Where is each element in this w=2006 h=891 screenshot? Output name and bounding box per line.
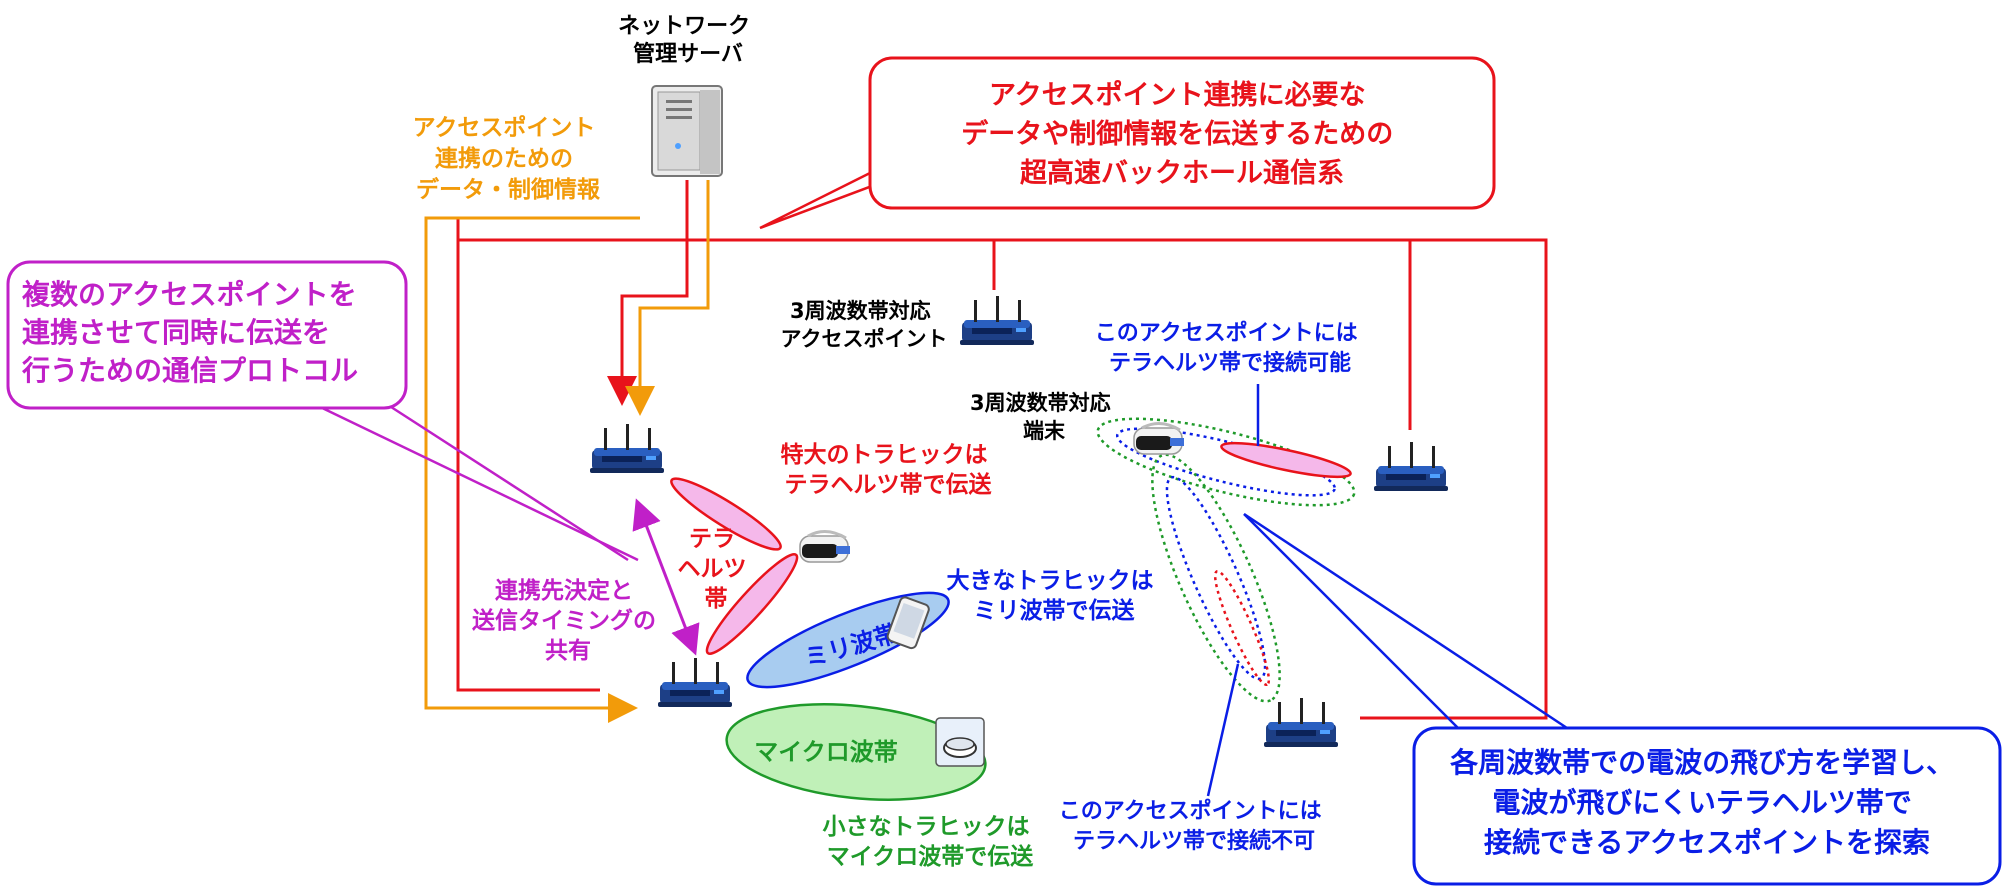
smartphone-icon	[886, 596, 930, 650]
thz-beam-lower	[705, 553, 799, 655]
thz-ng-pointer	[1206, 663, 1240, 797]
coord-share-label: 連携先決定と 送信タイミングの 共有	[472, 577, 664, 664]
server-icon	[651, 85, 723, 177]
mid-traffic-label: 大きなトラヒックは ミリ波帯で伝送	[946, 568, 1161, 624]
search-callout: 各周波数帯での電波の飛び方を学習し、 電波が飛びにくいテラヘルツ帯で 接続できる…	[1243, 512, 2002, 886]
smart-speaker-icon	[935, 717, 985, 767]
coop-data-lines	[424, 180, 710, 723]
thz-beam-lower-right	[1213, 569, 1271, 687]
svg-text:複数のアクセスポイントを 連携させて同時に伝送を: 複数のアクセスポイントを 連携させて同時に伝送を 行うための通信プロトコル	[21, 278, 366, 387]
thz-beam-upper	[670, 477, 782, 551]
protocol-callout-line2: 連携させて同時に伝送を	[22, 316, 330, 349]
thz-ok-label: このアクセスポイントには テラヘルツ帯で接続可能	[1095, 320, 1366, 376]
router-left-bottom-icon	[658, 658, 732, 707]
backhaul-callout-line1: アクセスポイント連携に必要な	[989, 80, 1366, 111]
vr-headset-left-icon	[798, 529, 852, 564]
exploration-beam-blue-upper	[1115, 427, 1337, 497]
backhaul-callout-line2: データや制御情報を伝送するための	[961, 118, 1393, 150]
router-center-top-icon	[960, 296, 1034, 345]
microwave-beam	[725, 703, 987, 801]
svg-text:各周波数帯での電波の飛び方を学習し、 電波が飛び: 各周波数帯での電波の飛び方を学習し、 電波が飛びにくいテラヘルツ帯で 接続できる…	[1449, 746, 1964, 859]
thz-band-label: テラ ヘルツ 帯	[677, 526, 754, 612]
thz-beam-right	[1220, 441, 1352, 479]
router-left-top-icon	[590, 424, 664, 473]
search-callout-line1: 各周波数帯での電波の飛び方を学習し、	[1449, 746, 1954, 779]
protocol-callout: 複数のアクセスポイントを 連携させて同時に伝送を 行うための通信プロトコル	[6, 260, 639, 562]
coordination-arrow	[632, 498, 700, 656]
router-bottom-right-icon	[1264, 698, 1338, 747]
backhaul-callout-line3: 超高速バックホール通信系	[1020, 157, 1344, 189]
protocol-callout-line3: 行うための通信プロトコル	[21, 354, 358, 387]
micro-band-label: マイクロ波帯	[754, 738, 898, 766]
thz-ng-label: このアクセスポイントには テラヘルツ帯で接続不可	[1059, 798, 1330, 854]
svg-text:アクセスポイント連携に必要な データや制御情報を: アクセスポイント連携に必要な データや制御情報を伝送するための 超高速バックホー…	[961, 80, 1402, 189]
search-callout-line3: 接続できるアクセスポイントを探索	[1484, 826, 1930, 859]
ap3-label: 3周波数帯対応 アクセスポイント	[781, 299, 948, 351]
router-right-icon	[1374, 442, 1448, 491]
exploration-beam-green-lower	[1151, 453, 1281, 703]
protocol-callout-line1: 複数のアクセスポイントを	[22, 278, 357, 311]
coop-data-label: アクセスポイント 連携のための データ・制御情報	[413, 114, 604, 203]
search-callout-line2: 電波が飛びにくいテラヘルツ帯で	[1492, 786, 1911, 819]
vr-headset-right-icon	[1132, 421, 1186, 456]
exploration-beam-green-upper	[1096, 417, 1356, 507]
big-traffic-label: 特大のトラヒックは テラヘルツ帯で伝送	[780, 442, 995, 498]
term3-label: 3周波数帯対応 端末	[970, 391, 1118, 443]
backhaul-network	[456, 180, 1548, 720]
small-traffic-label: 小さなトラヒックは マイクロ波帯で伝送	[822, 814, 1037, 870]
backhaul-callout: アクセスポイント連携に必要な データや制御情報を伝送するための 超高速バックホー…	[759, 56, 1496, 230]
server-label: ネットワーク 管理サーバ	[618, 14, 758, 67]
